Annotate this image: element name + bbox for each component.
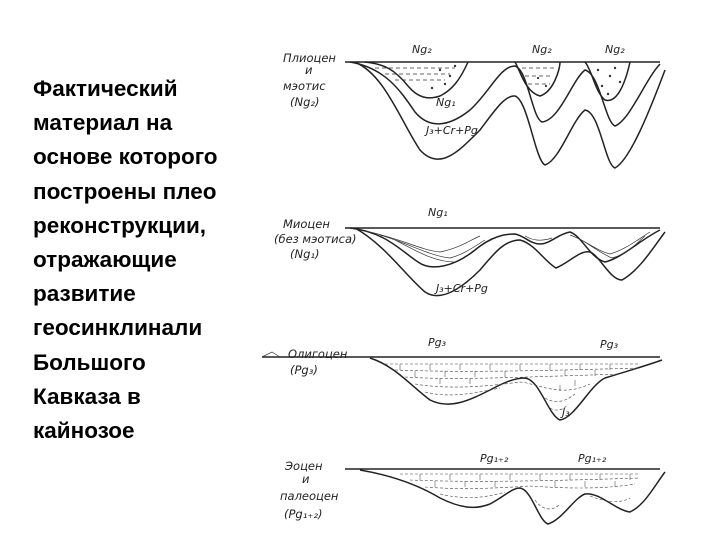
- panel-pliocene-label-line-4: (Ng₂): [290, 95, 320, 109]
- panel-miocene-label-line-3: (Ng₁): [290, 247, 320, 261]
- panel-pliocene-unit-mark-3: Ng₂: [605, 43, 625, 56]
- panel-miocene: Миоцен (без мэотиса) (Ng₁) Ng₁ J₃+Cr+Pg: [274, 206, 665, 296]
- panel-oligocene-unit-mark-2: Pg₃: [600, 338, 619, 351]
- panel-miocene-label-line-2: (без мэотиса): [274, 232, 356, 246]
- panel-miocene-fill-boundary: [350, 228, 660, 267]
- panel-miocene-inner-mark-1: J₃+Cr+Pg: [434, 282, 488, 295]
- panel-eocene-base-boundary: [360, 470, 665, 524]
- panel-pliocene-inner-mark-2: J₃+Cr+Pg: [424, 124, 478, 137]
- panel-pliocene: Плиоцен и мэотис (Ng₂) Ng₂ Ng₂ Ng₂ Ng₁ J…: [283, 43, 665, 168]
- panel-eocene-label-line-3: палеоцен: [280, 489, 339, 503]
- panel-oligocene-label-line-1: Олигоцен: [288, 347, 348, 361]
- panel-miocene-unit-mark-1: Ng₁: [428, 206, 448, 219]
- panel-eocene-brick-ticks: [420, 474, 630, 487]
- panel-pliocene-unit-mark-2: Ng₂: [532, 43, 552, 56]
- panel-pliocene-label-line-3: мэотис: [283, 79, 326, 93]
- panel-oligocene-base-boundary: [370, 358, 662, 420]
- panel-oligocene-label-line-2: (Pg₃): [290, 363, 318, 377]
- panel-eocene-label-line-2: и: [302, 472, 310, 486]
- panel-eocene-unit-mark-1: Pg₁₊₂: [480, 452, 509, 465]
- panel-miocene-base-boundary: [355, 228, 665, 296]
- panel-pliocene-inner-mark-1: Ng₁: [436, 96, 456, 109]
- panel-pliocene-ng1-boundary: [350, 62, 660, 126]
- panel-oligocene: Олигоцен (Pg₃) Pg₃ Pg₃ J₃: [262, 336, 662, 420]
- panel-eocene-paleocene: Эоцен и палеоцен (Pg₁₊₂) Pg₁₊₂ Pg₁₊₂: [280, 452, 665, 524]
- panel-oligocene-inner-mark-1: J₃: [560, 406, 570, 419]
- panel-eocene-unit-mark-2: Pg₁₊₂: [578, 452, 607, 465]
- panel-pliocene-label-line-2: и: [305, 63, 313, 77]
- panel-pliocene-unit-mark-1: Ng₂: [412, 43, 432, 56]
- panel-oligocene-unit-mark-1: Pg₃: [428, 336, 447, 349]
- panel-pliocene-sand-dots: [431, 65, 621, 95]
- panel-eocene-label-line-1: Эоцен: [284, 459, 323, 473]
- panel-eocene-label-line-4: (Pg₁₊₂): [284, 507, 323, 521]
- panel-miocene-label-line-1: Миоцен: [283, 217, 330, 231]
